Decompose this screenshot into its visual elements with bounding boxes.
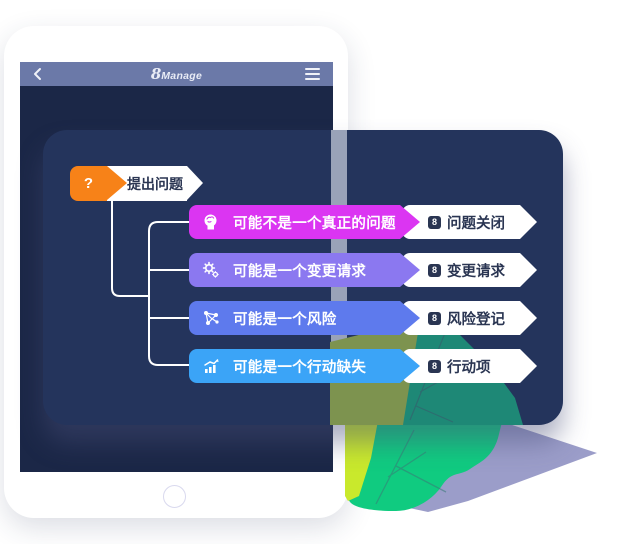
leaf-yellowgreen-shape	[345, 410, 380, 501]
leaf-veins	[375, 429, 447, 505]
result-tag[interactable]: 8 风险登记	[402, 301, 520, 335]
root-node-label: 提出问题	[127, 175, 183, 192]
branch-pill[interactable]: 可能是一个变更请求	[189, 253, 400, 287]
brain-head-icon	[204, 214, 217, 230]
branch-pill-arrow-tip	[400, 301, 420, 335]
branch-row: 8 风险登记 可能是一个风险	[43, 301, 563, 335]
branch-label: 可能是一个风险	[233, 311, 337, 328]
branch-pill[interactable]: 可能不是一个真正的问题	[189, 205, 400, 239]
branch-label: 可能是一个行动缺失	[233, 359, 367, 376]
eight-badge-icon: 8	[428, 311, 441, 325]
branch-label: 可能是一个变更请求	[233, 263, 367, 280]
chart-up-icon	[204, 359, 219, 373]
gears-icon	[202, 261, 219, 278]
flowchart-panel: 提出问题 ? 8 问题关闭 可能不是一个真正的问题 8 变更请求	[43, 130, 563, 425]
result-tag-arrow-tip	[520, 301, 537, 335]
result-label: 行动项	[447, 359, 491, 376]
result-tag-arrow-tip	[520, 205, 537, 239]
logo-8: 8	[150, 64, 162, 83]
result-label: 变更请求	[447, 263, 505, 280]
result-label: 风险登记	[447, 311, 505, 328]
branch-pill[interactable]: 可能是一个行动缺失	[189, 349, 400, 383]
menu-icon[interactable]	[305, 65, 320, 83]
eight-badge-icon: 8	[428, 215, 441, 229]
network-icon	[204, 311, 219, 325]
branch-row: 8 变更请求 可能是一个变更请求	[43, 253, 563, 287]
question-badge-arrow-tip	[107, 166, 127, 200]
result-label: 问题关闭	[447, 215, 505, 232]
branch-row: 8 问题关闭 可能不是一个真正的问题	[43, 205, 563, 239]
branch-pill-arrow-tip	[400, 253, 420, 287]
branch-pill[interactable]: 可能是一个风险	[189, 301, 400, 335]
result-tag-arrow-tip	[520, 349, 537, 383]
question-badge: ?	[70, 166, 107, 201]
branch-row: 8 行动项 可能是一个行动缺失	[43, 349, 563, 383]
eight-badge-icon: 8	[428, 263, 441, 277]
branch-label: 可能不是一个真正的问题	[233, 215, 396, 232]
flowchart-connectors	[111, 200, 190, 366]
root-node[interactable]: 提出问题 ?	[70, 166, 250, 201]
branch-pill-arrow-tip	[400, 349, 420, 383]
result-tag-arrow-tip	[520, 253, 537, 287]
branch-pill-arrow-tip	[400, 205, 420, 239]
eight-badge-icon: 8	[428, 359, 441, 373]
app-header-bar: 8Manage	[20, 62, 333, 86]
app-logo: 8Manage	[20, 65, 333, 84]
logo-text: Manage	[161, 69, 203, 82]
home-button[interactable]	[163, 485, 186, 508]
result-tag[interactable]: 8 变更请求	[402, 253, 520, 287]
result-tag[interactable]: 8 问题关闭	[402, 205, 520, 239]
result-tag[interactable]: 8 行动项	[402, 349, 520, 383]
back-icon[interactable]	[33, 67, 42, 81]
root-node-arrow-tip	[187, 166, 203, 200]
question-mark: ?	[83, 175, 94, 192]
